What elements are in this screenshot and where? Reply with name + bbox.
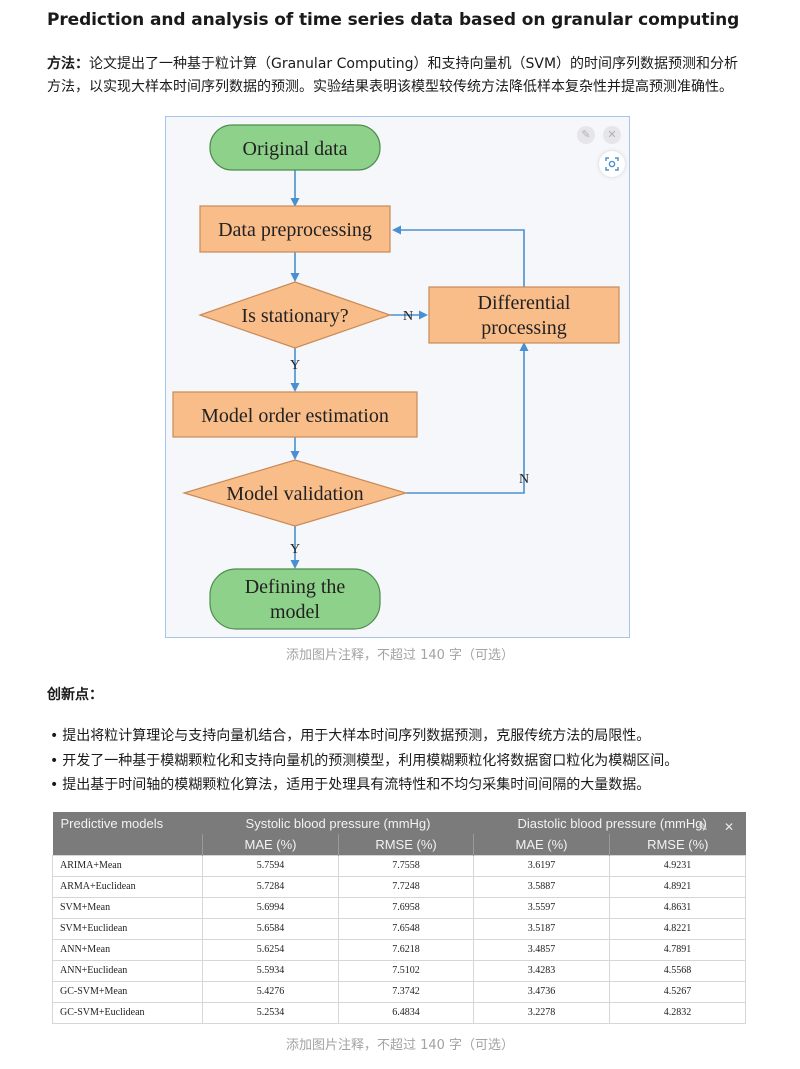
- table-caption-placeholder[interactable]: 添加图片注释，不超过 140 字（可选）: [285, 1038, 515, 1053]
- model-name-cell: SVM+Euclidean: [52, 917, 203, 940]
- differential-text-1: Differential: [478, 292, 571, 314]
- model-name-cell: ANN+Mean: [52, 938, 203, 961]
- metric-value-cell: 7.7248: [337, 875, 475, 898]
- metric-value-cell: 3.5597: [473, 896, 611, 919]
- metric-value-cell: 7.6218: [337, 938, 475, 961]
- metric-value-cell: 7.5102: [337, 959, 475, 982]
- metric-value-cell: 7.3742: [337, 980, 475, 1003]
- flowchart-figure[interactable]: Original data Data preprocessing Is stat…: [165, 116, 630, 638]
- innovation-item: 开发了一种基于模糊颗粒化和支持向量机的预测模型，利用模糊颗粒化将数据窗口粒化为模…: [50, 749, 678, 774]
- header-diastolic: Diastolic blood pressure (mmHg): [473, 812, 746, 834]
- subheader-rmse: RMSE (%): [337, 834, 474, 855]
- close-icon[interactable]: ✕: [724, 820, 735, 834]
- metric-value-cell: 4.8221: [609, 917, 747, 940]
- method-label: 方法：: [47, 56, 89, 72]
- method-text: 论文提出了一种基于粒计算（Granular Computing）和支持向量机（S…: [47, 56, 739, 95]
- metric-value-cell: 7.7558: [337, 854, 475, 877]
- header-systolic: Systolic blood pressure (mmHg): [202, 812, 474, 834]
- flow-arrows: [290, 170, 529, 569]
- metric-value-cell: 4.8631: [609, 896, 747, 919]
- original-data-text: Original data: [243, 138, 348, 160]
- metric-value-cell: 4.5267: [609, 980, 747, 1003]
- metric-value-cell: 5.4276: [202, 980, 339, 1003]
- innovation-item: 提出基于时间轴的模糊颗粒化算法，适用于处理具有流特性和不均匀采集时间间隔的大量数…: [50, 773, 678, 798]
- edit-image-icon[interactable]: ✎: [577, 126, 595, 144]
- validation-text: Model validation: [226, 483, 363, 505]
- scan-text-icon[interactable]: [599, 151, 625, 177]
- innovation-item: 提出将粒计算理论与支持向量机结合，用于大样本时间序列数据预测，克服传统方法的局限…: [50, 724, 678, 749]
- results-table-figure[interactable]: Predictive models Systolic blood pressur…: [52, 812, 747, 1024]
- order-estimation-node: [172, 391, 418, 438]
- metric-value-cell: 7.6958: [337, 896, 475, 919]
- metric-value-cell: 3.5887: [473, 875, 611, 898]
- metric-value-cell: 3.4736: [473, 980, 611, 1003]
- results-table: Predictive models Systolic blood pressur…: [52, 812, 747, 1024]
- no-label-stationary: N: [403, 309, 413, 324]
- no-label-validation: N: [519, 472, 529, 487]
- metric-value-cell: 6.4834: [337, 1001, 475, 1024]
- model-name-cell: SVM+Mean: [52, 896, 203, 919]
- model-name-cell: GC-SVM+Mean: [52, 980, 203, 1003]
- metric-value-cell: 3.6197: [473, 854, 611, 877]
- innovation-label: 创新点：: [47, 687, 103, 703]
- metric-value-cell: 5.6994: [202, 896, 339, 919]
- metric-value-cell: 4.9231: [609, 854, 747, 877]
- stationary-decision-node: [198, 281, 392, 349]
- differential-node: [428, 286, 620, 344]
- yes-label-validation: Y: [290, 542, 300, 557]
- subheader-blank: [52, 834, 203, 855]
- yes-label-stationary: Y: [290, 358, 300, 373]
- method-paragraph: 方法：论文提出了一种基于粒计算（Granular Computing）和支持向量…: [47, 53, 747, 99]
- metric-value-cell: 5.7594: [202, 854, 339, 877]
- metric-value-cell: 5.5934: [202, 959, 339, 982]
- metric-value-cell: 3.4283: [473, 959, 611, 982]
- subheader-mae: MAE (%): [473, 834, 610, 855]
- metric-value-cell: 4.5568: [609, 959, 747, 982]
- subheader-mae: MAE (%): [202, 834, 339, 855]
- defining-text-2: model: [270, 601, 320, 623]
- figure-caption-placeholder[interactable]: 添加图片注释，不超过 140 字（可选）: [285, 648, 515, 663]
- differential-text-2: processing: [481, 317, 567, 339]
- defining-model-node: [209, 568, 381, 630]
- original-data-node: [209, 124, 381, 171]
- preprocessing-node: [199, 205, 391, 253]
- preprocessing-text: Data preprocessing: [218, 219, 372, 241]
- defining-text-1: Defining the: [245, 576, 346, 598]
- order-estimation-text: Model order estimation: [201, 405, 389, 427]
- innovation-list: 提出将粒计算理论与支持向量机结合，用于大样本时间序列数据预测，克服传统方法的局限…: [50, 724, 678, 798]
- metric-value-cell: 3.2278: [473, 1001, 611, 1024]
- metric-value-cell: 4.2832: [609, 1001, 747, 1024]
- metric-value-cell: 3.4857: [473, 938, 611, 961]
- model-name-cell: ANN+Euclidean: [52, 959, 203, 982]
- close-icon[interactable]: ✕: [603, 126, 621, 144]
- metric-value-cell: 5.7284: [202, 875, 339, 898]
- validation-decision-node: [181, 459, 409, 527]
- metric-value-cell: 4.8921: [609, 875, 747, 898]
- header-models: Predictive models: [52, 812, 203, 834]
- subheader-rmse: RMSE (%): [609, 834, 746, 855]
- metric-value-cell: 4.7891: [609, 938, 747, 961]
- metric-value-cell: 5.2534: [202, 1001, 339, 1024]
- model-name-cell: GC-SVM+Euclidean: [52, 1001, 203, 1024]
- article-title: Prediction and analysis of time series d…: [47, 10, 740, 30]
- metric-value-cell: 5.6584: [202, 917, 339, 940]
- model-name-cell: ARMA+Euclidean: [52, 875, 203, 898]
- metric-value-cell: 3.5187: [473, 917, 611, 940]
- stationary-text: Is stationary?: [241, 305, 348, 327]
- flowchart-svg: Original data Data preprocessing Is stat…: [172, 124, 620, 630]
- metric-value-cell: 5.6254: [202, 938, 339, 961]
- edit-image-icon[interactable]: ✎: [698, 820, 709, 834]
- model-name-cell: ARIMA+Mean: [52, 854, 203, 877]
- metric-value-cell: 7.6548: [337, 917, 475, 940]
